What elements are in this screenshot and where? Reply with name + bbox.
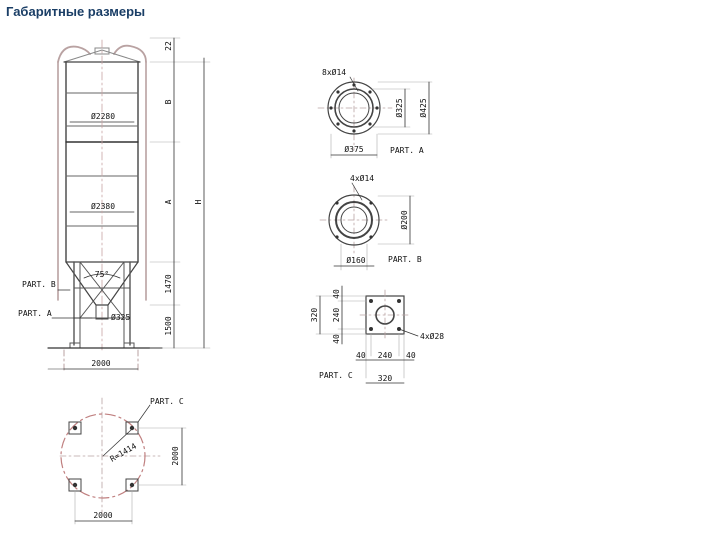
- plan-radius: R=1414: [109, 441, 139, 463]
- part-c-holes: 4xØ28: [420, 331, 444, 341]
- part-c-h40-left: 40: [356, 351, 366, 360]
- page-title: Габаритные размеры: [6, 4, 146, 19]
- part-c-label: PART. C: [319, 371, 353, 380]
- dim-lower-diameter: Ø2380: [91, 201, 115, 211]
- part-c-detail: [315, 285, 419, 384]
- part-a-outer-diameter: Ø425: [418, 98, 428, 117]
- dim-base: 2000: [91, 359, 110, 368]
- plan-view: [59, 397, 187, 525]
- dim-cone: 1470: [164, 274, 173, 293]
- silo-side-view: [47, 37, 211, 373]
- part-c-v40-top: 40: [332, 289, 341, 299]
- dim-top: 22: [164, 41, 173, 51]
- part-a-inner-diameter: Ø325: [394, 98, 404, 117]
- part-b-detail: [319, 182, 415, 271]
- plan-height: 2000: [171, 446, 180, 465]
- dim-b: B: [164, 99, 173, 104]
- part-b-label: PART. B: [388, 255, 422, 264]
- part-b-right-diameter: Ø200: [399, 210, 409, 229]
- dim-angle: 75°: [95, 270, 109, 279]
- label-part-a: PART. A: [18, 309, 52, 318]
- dim-a: A: [164, 199, 173, 204]
- part-c-v240: 240: [332, 308, 341, 323]
- plan-width: 2000: [93, 511, 112, 520]
- part-c-h40-right: 40: [406, 351, 416, 360]
- part-a-detail: [317, 76, 433, 159]
- dim-leg: 1500: [164, 316, 173, 335]
- part-c-side: 320: [310, 308, 319, 323]
- part-c-width: 320: [378, 374, 393, 383]
- part-a-holes: 8xØ14: [322, 67, 346, 77]
- dim-upper-diameter: Ø2280: [91, 111, 115, 121]
- part-a-bottom-diameter: Ø375: [344, 144, 363, 154]
- plan-label: PART. C: [150, 397, 184, 406]
- label-part-b: PART. B: [22, 280, 56, 289]
- part-c-v40-bottom: 40: [332, 334, 341, 344]
- dim-outlet: Ø325: [111, 312, 130, 322]
- part-c-h240: 240: [378, 351, 393, 360]
- part-b-bottom-diameter: Ø160: [346, 255, 365, 265]
- part-a-label: PART. A: [390, 146, 424, 155]
- part-b-holes: 4xØ14: [350, 173, 374, 183]
- dim-h: H: [194, 199, 203, 204]
